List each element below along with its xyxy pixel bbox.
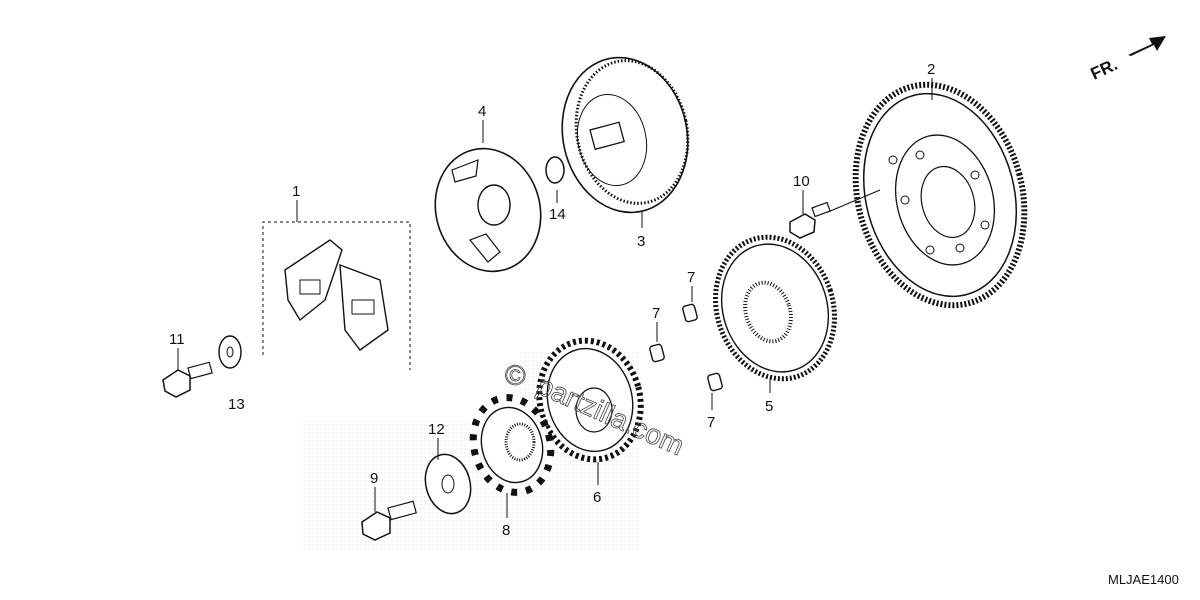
callout-5: 5 — [765, 398, 773, 415]
callout-14: 14 — [549, 206, 566, 223]
callout-7c: 7 — [707, 414, 715, 431]
svg-text:FR.: FR. — [1088, 55, 1121, 84]
part-8-hub — [469, 394, 555, 496]
part-1-damper-set — [262, 221, 411, 370]
part-10-bolt — [789, 201, 831, 239]
part-9-bolt — [361, 500, 417, 541]
callout-8: 8 — [502, 522, 510, 539]
callout-4: 4 — [478, 103, 486, 120]
part-5-gear — [713, 234, 837, 382]
part-11-bolt — [162, 361, 213, 398]
callout-7a: 7 — [687, 269, 695, 286]
callout-6: 6 — [593, 489, 601, 506]
callout-1: 1 — [292, 183, 300, 200]
callout-10: 10 — [793, 173, 810, 190]
part-3-clutch-outer — [561, 56, 690, 214]
part-7-pins — [649, 303, 723, 392]
callout-3: 3 — [637, 233, 645, 250]
callout-13: 13 — [228, 396, 245, 413]
callout-11: 11 — [169, 331, 185, 348]
part-4-clutch-drum — [434, 147, 542, 273]
diagram-code: MLJAE1400 — [1108, 572, 1179, 587]
part-2-final-driven-gear — [852, 81, 1028, 309]
part-12-washer — [424, 453, 472, 515]
part-14-snap-ring — [545, 156, 565, 184]
callout-7b: 7 — [652, 305, 660, 322]
part-6-sprocket — [536, 337, 644, 463]
callout-2: 2 — [927, 61, 935, 78]
callout-9: 9 — [370, 470, 378, 487]
part-13-washer — [218, 335, 242, 369]
front-direction-arrow: FR. — [1088, 36, 1166, 84]
svg-text:©: © — [505, 360, 526, 391]
callout-labels: 1 2 3 4 5 6 7 7 7 8 9 10 11 12 13 14 — [169, 61, 935, 539]
leader-lines — [177, 78, 933, 518]
callout-12: 12 — [428, 421, 445, 438]
